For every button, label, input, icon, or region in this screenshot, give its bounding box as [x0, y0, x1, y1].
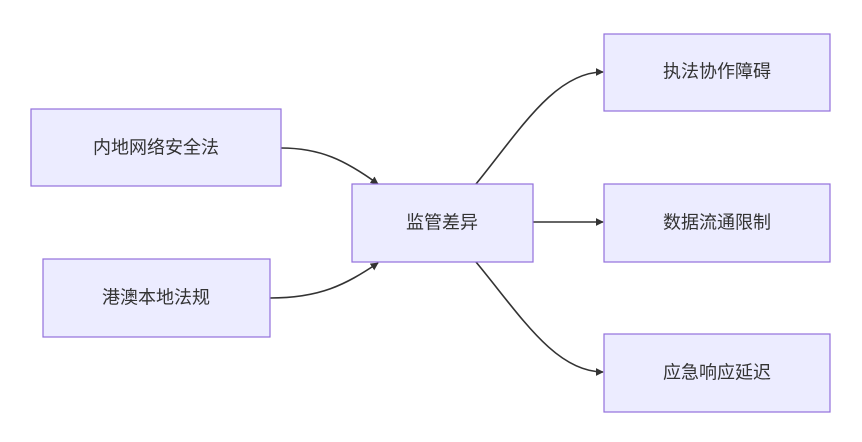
edge-diff-to-response [475, 261, 604, 376]
node-mainland-law[interactable]: 内地网络安全法 [30, 108, 282, 187]
edges [269, 68, 604, 376]
node-hkmacau-law[interactable]: 港澳本地法规 [42, 258, 271, 338]
node-emergency-response-delay-label: 应急响应延迟 [663, 363, 771, 384]
node-enforcement-obstacle[interactable]: 执法协作障碍 [603, 33, 831, 112]
node-mainland-law-label: 内地网络安全法 [93, 138, 219, 159]
edge-hkmacau-to-diff [269, 262, 379, 299]
node-regulatory-difference[interactable]: 监管差异 [351, 183, 534, 263]
node-enforcement-obstacle-label: 执法协作障碍 [663, 62, 771, 83]
node-data-flow-limit-label: 数据流通限制 [663, 213, 771, 234]
node-data-flow-limit[interactable]: 数据流通限制 [603, 183, 831, 263]
node-hkmacau-law-label: 港澳本地法规 [102, 288, 210, 309]
node-regulatory-difference-label: 监管差异 [406, 213, 478, 234]
edge-mainland-to-diff [280, 147, 379, 185]
edge-diff-to-enforce [475, 68, 604, 185]
node-emergency-response-delay[interactable]: 应急响应延迟 [603, 333, 831, 413]
